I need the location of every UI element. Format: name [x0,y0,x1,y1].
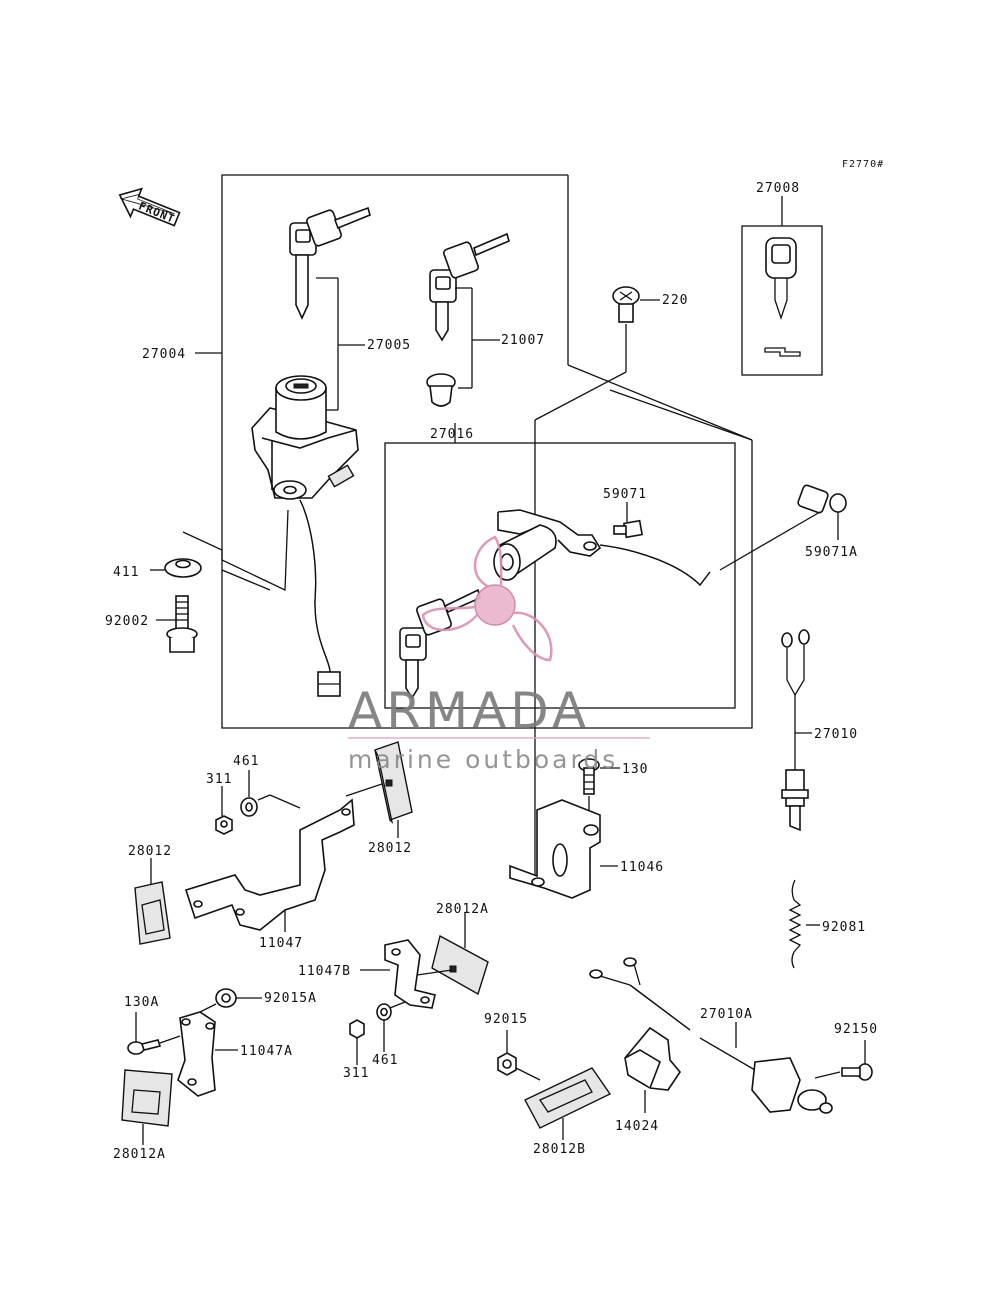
front-arrow-icon: FRONT [118,187,181,227]
part-59071A-clip [719,484,847,571]
part-461-washer-upper [240,770,301,817]
part-92081-spring [788,879,820,969]
label-411: 411 [113,565,139,580]
part-92002-bolt [156,595,198,653]
label-27005: 27005 [367,338,411,353]
part-21007-keys [426,232,510,407]
label-28012-upper: 28012 [368,841,412,856]
label-92015A: 92015A [264,991,317,1006]
label-28012B: 28012B [533,1142,586,1157]
part-27005-keys [289,206,371,411]
label-27016: 27016 [430,427,474,442]
label-11047: 11047 [259,936,303,951]
label-311-upper: 311 [206,772,232,787]
label-27004: 27004 [142,347,186,362]
part-27010-switch [781,629,812,832]
part-28012-pad-left [134,858,171,945]
part-11046-bracket [509,799,618,899]
part-130A-bolt [127,1012,181,1055]
watermark-title: ARMADA [348,682,590,740]
label-220: 220 [662,293,688,308]
label-14024: 14024 [615,1119,659,1134]
part-92150-bolt [814,1040,873,1081]
watermark-logo: ARMADA marine outboards [348,535,650,774]
label-130A: 130A [124,995,159,1010]
part-27010A-switch [589,957,833,1114]
label-92015: 92015 [484,1012,528,1027]
label-28012A-middle: 28012A [436,902,489,917]
label-130: 130 [622,762,648,777]
label-11047B: 11047B [298,964,351,979]
part-411-washer [150,558,202,578]
part-11047-bracket [184,798,355,932]
part-311-nut-lower [349,1019,365,1065]
part-92015-nut [497,1030,541,1081]
part-11047A-bracket [177,1011,238,1097]
label-27010: 27010 [814,727,858,742]
part-28012A-pad-left [121,1069,173,1145]
part-311-nut-upper [215,786,233,835]
label-21007: 21007 [501,333,545,348]
part-labels: 27008 220 27004 27005 21007 27016 59071 … [105,181,878,1162]
label-11047A: 11047A [240,1044,293,1059]
label-92150: 92150 [834,1022,878,1037]
diagram-code: F2770# [842,159,884,170]
part-27016-seat-lock [399,423,711,700]
part-92015A-nut [195,988,262,1015]
label-461-lower: 461 [372,1053,398,1068]
label-59071: 59071 [603,487,647,502]
watermark-subtitle: marine outboards [348,745,618,774]
part-28012A-pad-middle [409,912,489,996]
label-92081: 92081 [822,920,866,935]
part-27008-key [741,196,823,376]
propeller-icon [421,535,553,662]
part-28012B-pad [524,1067,612,1140]
assembly-frame [182,174,753,729]
part-28012-pad-upper [345,741,413,838]
part-130-bolt [578,758,620,815]
label-461-upper: 461 [233,754,259,769]
part-220-screw [534,286,753,880]
label-27010A: 27010A [700,1007,753,1022]
label-28012-left: 28012 [128,844,172,859]
part-59071-clip [613,502,644,539]
part-461-washer-lower [376,1001,406,1052]
part-14024-connector [624,1026,681,1113]
label-92002: 92002 [105,614,149,629]
label-27008: 27008 [756,181,800,196]
label-311-lower: 311 [343,1066,369,1081]
label-28012A-left: 28012A [113,1147,166,1162]
part-27004-ignition-switch [251,375,359,697]
label-59071A: 59071A [805,545,858,560]
part-11047B-bracket [360,939,436,1009]
label-11046: 11046 [620,860,664,875]
